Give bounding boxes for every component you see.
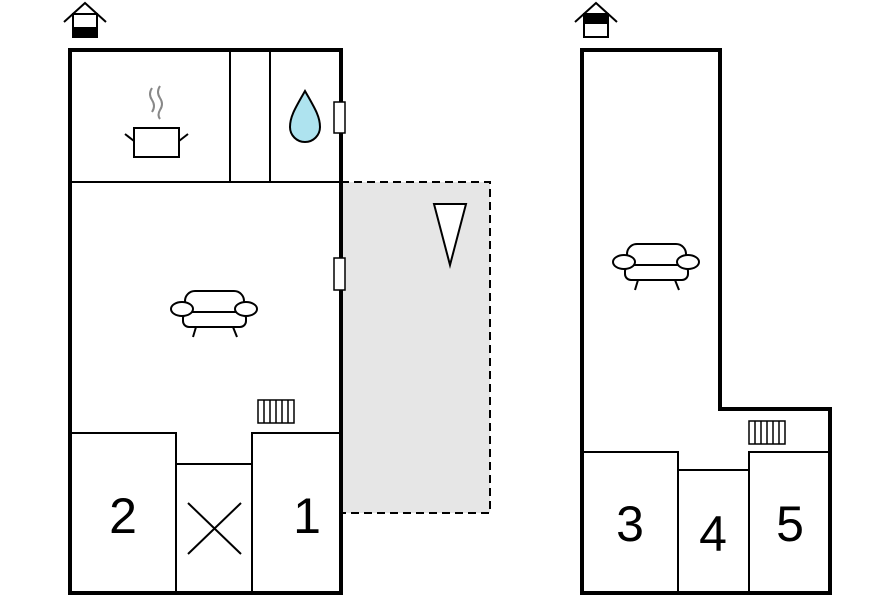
cooking-pot-icon [124, 85, 189, 158]
room-number-4: 4 [699, 506, 727, 562]
house-upper-floor-icon [574, 1, 618, 38]
ground-floor: 2 1 [63, 1, 491, 595]
water-drop-icon [288, 88, 322, 143]
upper-floor: 3 4 5 [574, 1, 832, 595]
house-ground-floor-icon [63, 1, 107, 38]
room-number-5: 5 [776, 496, 804, 552]
upper-floor-interior-walls [582, 451, 830, 593]
ground-floor-interior-walls [70, 50, 341, 593]
room-number-2: 2 [109, 488, 137, 544]
sofa-icon [170, 290, 258, 338]
radiator-icon [257, 399, 295, 424]
upper-floor-outline [580, 48, 832, 595]
door [333, 257, 346, 291]
sofa-icon [612, 243, 700, 291]
room-number-3: 3 [616, 496, 644, 552]
terrace-marker-icon [432, 203, 468, 269]
door [333, 101, 346, 134]
terrace [340, 181, 491, 514]
room-number-1: 1 [293, 488, 321, 544]
stairs-cross-icon [187, 502, 242, 555]
radiator-icon [748, 420, 786, 445]
